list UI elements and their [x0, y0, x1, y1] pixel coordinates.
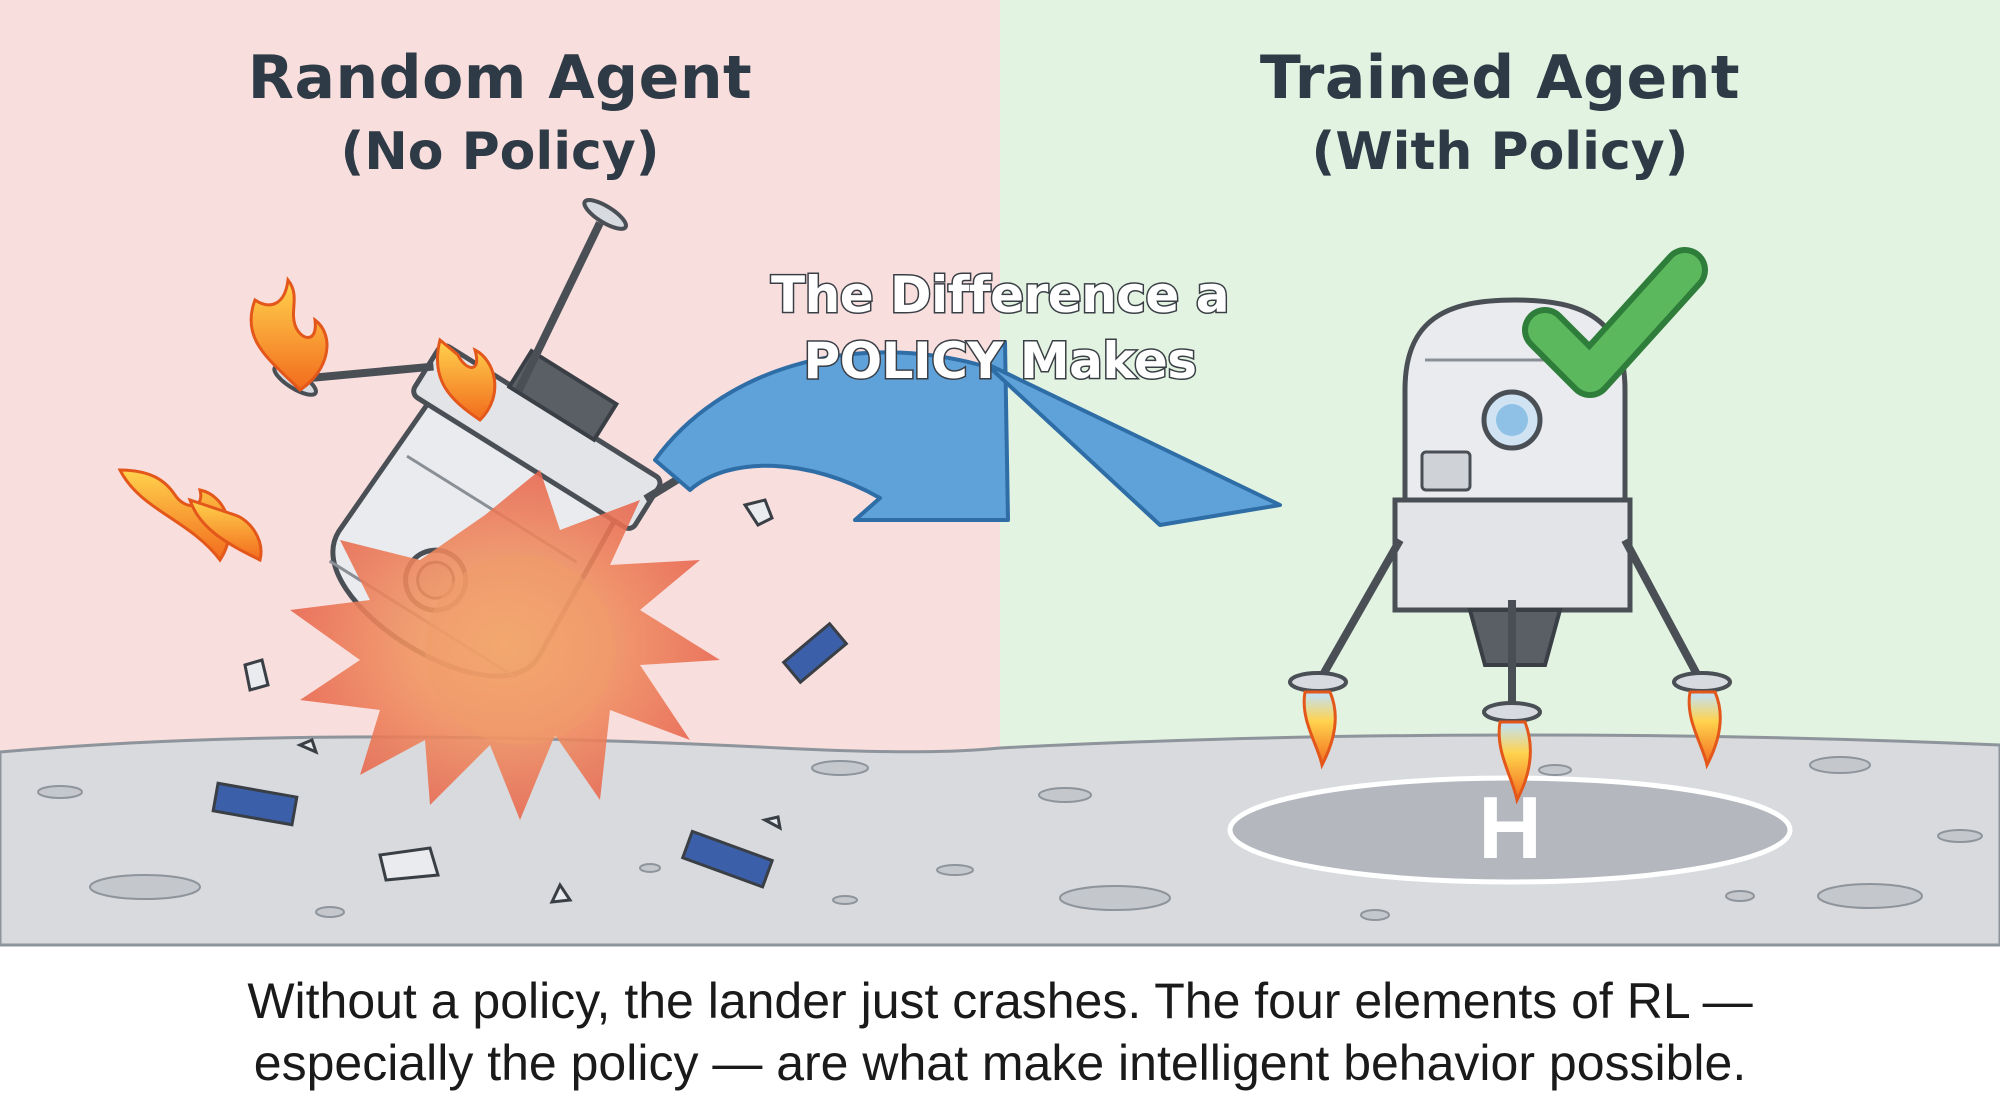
right-panel-title: Trained Agent — [1259, 43, 1741, 113]
caption: Without a policy, the lander just crashe… — [0, 970, 2000, 1094]
debris — [211, 498, 849, 904]
arrow-label: The Difference a POLICY Makes — [700, 262, 1300, 394]
right-panel-subtitle: (With Policy) — [1311, 122, 1689, 182]
craters — [37, 756, 1983, 921]
trained-lander: H — [1227, 247, 1793, 885]
left-panel-title: Random Agent — [247, 43, 753, 113]
arrow-label-line2: POLICY Makes — [802, 331, 1199, 392]
landing-pad-letter: H — [1478, 778, 1542, 877]
left-panel-subtitle: (No Policy) — [340, 122, 660, 182]
right-panel-heading: Trained Agent (With Policy) — [1000, 48, 2000, 178]
transition-arrow — [653, 340, 1010, 522]
arrow-label-line1: The Difference a — [770, 265, 1231, 326]
left-panel-heading: Random Agent (No Policy) — [0, 48, 1000, 178]
thruster-flames — [1302, 690, 1722, 805]
fire-flames — [117, 276, 497, 563]
caption-line1: Without a policy, the lander just crashe… — [247, 973, 1753, 1029]
caption-line2: especially the policy — are what make in… — [253, 1035, 1747, 1091]
